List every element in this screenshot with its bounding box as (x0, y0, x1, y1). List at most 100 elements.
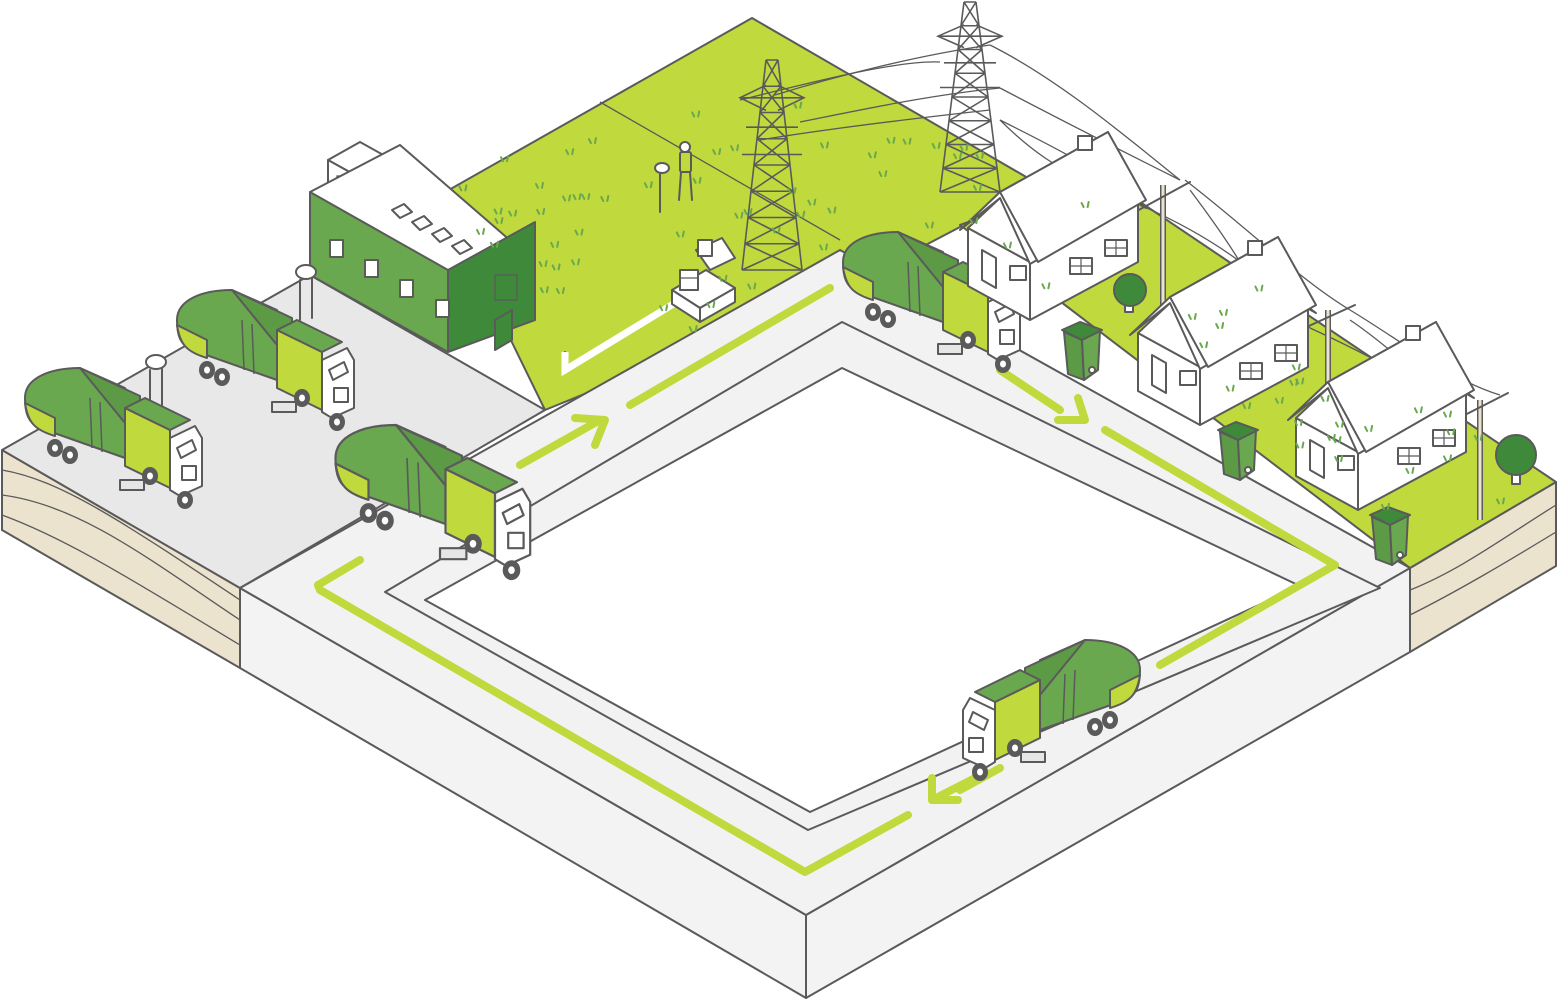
route-segment-right-b (1101, 426, 1339, 669)
tree-icon (1113, 273, 1147, 313)
grass-field (439, 17, 1041, 411)
grass-tuft (959, 143, 969, 151)
waste-bin-icon (1061, 321, 1103, 381)
house-icon (1287, 321, 1475, 511)
garbage-truck-icon (334, 423, 532, 581)
garbage-truck-icon (24, 367, 203, 509)
utility-pole-icon (1299, 304, 1356, 395)
grass-tuft (1218, 308, 1228, 316)
grass-tuft (1295, 441, 1305, 449)
towers-layer (738, 1, 1004, 271)
grass-tuft (1332, 436, 1342, 444)
houses-layer (959, 131, 1475, 511)
grass-tuft (643, 181, 653, 189)
route-arrow-icon (571, 414, 609, 449)
grass-tuft (1405, 466, 1415, 474)
grass-tuft (688, 325, 698, 333)
grass-tuft (587, 137, 597, 145)
grass-tuft (793, 101, 803, 109)
route-segment-top-left (516, 416, 604, 469)
route-arrow-icon (1054, 394, 1089, 424)
grass-tuft (1320, 394, 1330, 402)
grass-tuft (534, 181, 544, 189)
meter-post-icon (654, 162, 670, 213)
grass-tuft (1473, 433, 1483, 441)
grass-tuft (581, 192, 591, 200)
grass-tuft (975, 151, 985, 159)
grass-tuft (1334, 420, 1344, 428)
grass-tuft (493, 207, 503, 215)
grass-tuft (551, 263, 561, 271)
grass-tuft (743, 207, 753, 215)
grass-tuft (867, 151, 877, 159)
grass-tuft (787, 187, 797, 195)
grass-tuft (1274, 396, 1284, 404)
generator-icon (561, 237, 736, 377)
grass-tuft (600, 195, 610, 203)
grass-tuft (953, 152, 963, 160)
grass-tufts (458, 101, 1505, 510)
grass-tuft (692, 176, 702, 184)
grass-tuft (924, 221, 934, 229)
route-segment-left (314, 556, 364, 589)
grass-tuft (539, 286, 549, 294)
grass-tuft (969, 217, 979, 225)
grass-tuft (500, 155, 510, 163)
grass-tuft (819, 243, 829, 251)
collection-route (314, 284, 1339, 876)
grass-tuft (550, 240, 560, 248)
grass-tuft (827, 206, 837, 214)
grass-tuft (931, 141, 941, 149)
grass-tuft (796, 210, 806, 218)
grass-tuft (1364, 424, 1374, 432)
grass-tuft (1215, 321, 1225, 329)
fuel-post-icon (145, 264, 317, 411)
bins-layer (1061, 321, 1411, 566)
grass-tuft (555, 287, 565, 295)
grass-tuft (571, 258, 581, 266)
grass-tuft (1225, 384, 1235, 392)
grass-tuft (1334, 455, 1344, 463)
grass-tuft (972, 183, 982, 191)
grass-tuft (675, 230, 685, 238)
grass-tuft (886, 136, 896, 144)
grass-tuft (771, 226, 781, 234)
grass-tuft (1002, 241, 1012, 249)
grass-tuft (734, 211, 744, 219)
grass-tuft (1242, 402, 1252, 410)
house-icon (959, 131, 1147, 321)
grass-tuft (565, 148, 575, 156)
route-arrow-icon (928, 774, 979, 804)
grass-tuft (878, 170, 888, 178)
grass-tuft (819, 141, 829, 149)
garbage-truck-icon (842, 231, 1021, 373)
route-segment-right-a (996, 366, 1064, 414)
grass-tuft (1413, 406, 1423, 414)
grass-tuft (508, 209, 518, 217)
garbage-truck-icon (176, 289, 355, 431)
grass-tuft (572, 193, 582, 201)
grass-tuft (1254, 284, 1264, 292)
house-icon (1129, 236, 1317, 426)
route-segment-top (626, 284, 834, 409)
grass-tuft (536, 207, 546, 215)
grass-tuft (574, 228, 584, 236)
grass-tuft (747, 282, 757, 290)
grass-tuft (1041, 282, 1051, 290)
trucks-layer (24, 231, 1141, 781)
grass-tuft (1291, 363, 1301, 371)
grass-tuft (1289, 378, 1299, 386)
route-segment-bottom (314, 581, 912, 876)
grass-tuft (1496, 497, 1505, 505)
grass-tuft (712, 148, 722, 156)
grass-tuft (1080, 201, 1090, 209)
waste-bin-icon (1217, 421, 1259, 481)
grass-tuft (458, 184, 468, 192)
grass-tuft (476, 227, 486, 235)
grass-tuft (1293, 419, 1303, 427)
grass-tuft (659, 304, 669, 312)
grass-tuft (489, 240, 499, 248)
worker-icon (678, 141, 693, 201)
